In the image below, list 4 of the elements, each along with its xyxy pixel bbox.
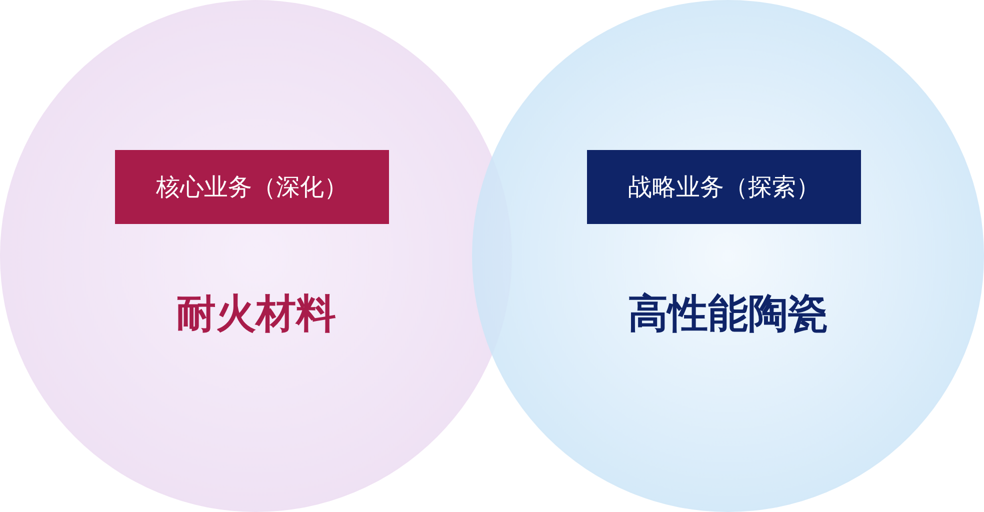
business-area-title: 高性能陶瓷 xyxy=(627,290,829,339)
category-banner: 战略业务（探索） xyxy=(587,150,861,224)
business-area-title: 耐火材料 xyxy=(175,290,337,339)
category-banner: 核心业务（深化） xyxy=(115,150,389,224)
